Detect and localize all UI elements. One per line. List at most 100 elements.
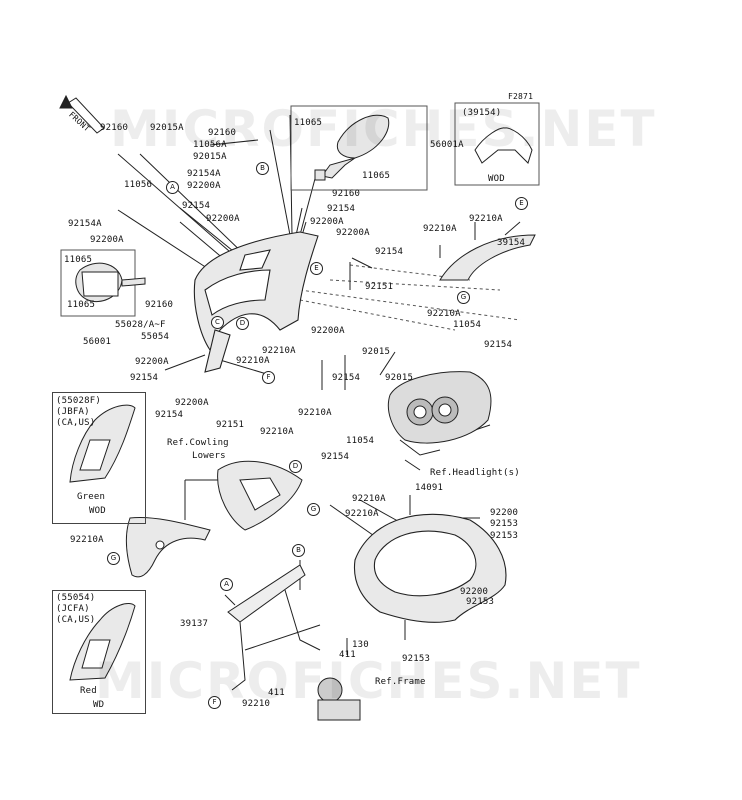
part-label: 11056A: [193, 140, 227, 150]
callout-g: G: [457, 291, 470, 304]
part-label: 92200A: [90, 235, 124, 245]
callout-g: G: [107, 552, 120, 565]
callout-e: E: [515, 197, 528, 210]
part-label: 92154A: [68, 219, 102, 229]
callout-f: F: [208, 696, 221, 709]
callout-f: F: [262, 371, 275, 384]
part-label: 92154: [484, 340, 513, 350]
part-label: 92154: [332, 373, 361, 383]
part-label: 92200A: [135, 357, 169, 367]
callout-d: D: [289, 460, 302, 473]
part-label: 92200A: [175, 398, 209, 408]
stay-bracket: [227, 564, 361, 721]
watermark: MICROFICHES.NET: [110, 100, 657, 158]
part-label: 92200A: [311, 326, 345, 336]
part-label: 11065: [64, 255, 93, 265]
part-label: 11056: [124, 180, 153, 190]
part-label: 11065: [362, 171, 391, 181]
callout-c: C: [211, 316, 224, 329]
headlight-assembly: [387, 371, 492, 456]
variant-title: (55028F): [56, 396, 101, 406]
variant-color: Red: [80, 686, 97, 696]
part-label: 55028/A~F: [115, 320, 166, 330]
part-label: 11065: [67, 300, 96, 310]
part-label: 411: [339, 650, 356, 660]
variant-code: (JCFA): [56, 604, 90, 614]
variant-code: (JBFA): [56, 407, 90, 417]
variant-box-red: [52, 590, 146, 714]
inner-cowl-illustration: [217, 460, 303, 531]
part-label: 92154: [130, 373, 159, 383]
part-label: 92210A: [262, 346, 296, 356]
part-label: 92154A: [187, 169, 221, 179]
part-label: 92153: [466, 597, 495, 607]
ref-label: Ref.Frame: [375, 677, 426, 687]
part-label: 92154: [375, 247, 404, 257]
variant-wod: WOD: [89, 506, 106, 516]
part-label: 56001: [83, 337, 112, 347]
part-label: 92151: [365, 282, 394, 292]
part-label: 92154: [321, 452, 350, 462]
part-label: 92015: [385, 373, 414, 383]
part-label: 92015: [362, 347, 391, 357]
callout-g: G: [307, 503, 320, 516]
part-label: 39137: [180, 619, 209, 629]
part-label: 92154: [182, 201, 211, 211]
part-label: 92160: [100, 123, 129, 133]
part-label: 92210A: [469, 214, 503, 224]
inner-panel-illustration: [353, 513, 507, 623]
watermark: MICROFICHES.NET: [95, 652, 642, 710]
part-label: 92210A: [427, 309, 461, 319]
part-label: 11054: [453, 320, 482, 330]
part-label: 92200: [460, 587, 489, 597]
side-panel-39154: [439, 234, 536, 281]
variant-region: (CA,US): [56, 418, 96, 428]
callout-b: B: [292, 544, 305, 557]
part-label: 92200A: [187, 181, 221, 191]
variant-region: (CA,US): [56, 615, 96, 625]
callout-b: B: [256, 162, 269, 175]
callout-a: A: [166, 181, 179, 194]
front-arrow-icon: [59, 94, 105, 134]
variant-box-green: [52, 392, 146, 524]
part-label: 92210A: [352, 494, 386, 504]
part-label: 92154: [327, 204, 356, 214]
part-label: 92154: [155, 410, 184, 420]
mirror-right-illustration: [314, 114, 390, 181]
part-label: 92153: [490, 531, 519, 541]
part-label: 92015A: [150, 123, 184, 133]
part-label: 92160: [145, 300, 174, 310]
part-label: 92015A: [193, 152, 227, 162]
part-label: 55054: [141, 332, 170, 342]
part-label: 92153: [490, 519, 519, 529]
ref-label: Ref.Cowling: [167, 438, 229, 448]
variant-cowl-red: [69, 603, 136, 681]
part-label: 11054: [346, 436, 375, 446]
part-label: 411: [268, 688, 285, 698]
part-label: 92210A: [345, 509, 379, 519]
part-label: 56001A: [430, 140, 464, 150]
lower-cowl-piece: [125, 516, 211, 578]
callout-a: A: [220, 578, 233, 591]
callout-d: D: [236, 317, 249, 330]
variant-wd: WD: [93, 700, 105, 710]
part-label: 92151: [216, 420, 245, 430]
part-label: 92210A: [236, 356, 270, 366]
part-label: 92210A: [423, 224, 457, 234]
part-label: 92153: [402, 654, 431, 664]
part-label: 92210A: [260, 427, 294, 437]
variant-cowl-green: [69, 404, 136, 483]
variant-title: (55054): [56, 593, 96, 603]
variant-color: Green: [77, 492, 106, 502]
part-label: 92210: [242, 699, 271, 709]
part-label: 92200A: [206, 214, 240, 224]
part-label: 14091: [415, 483, 444, 493]
mirror-left-illustration: [75, 262, 146, 303]
callout-e: E: [310, 262, 323, 275]
part-label: 92160: [208, 128, 237, 138]
part-label: WOD: [488, 174, 505, 184]
part-label: 92210A: [298, 408, 332, 418]
part-label: 92210A: [70, 535, 104, 545]
part-label: 11065: [294, 118, 323, 128]
